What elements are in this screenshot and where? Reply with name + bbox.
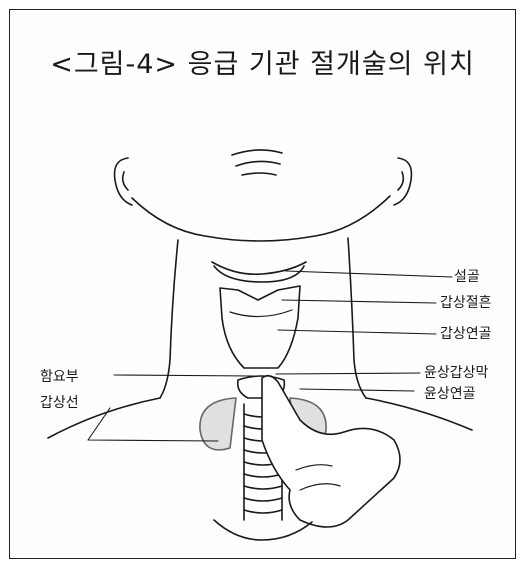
thyroid-gland-left [200, 398, 236, 450]
jaw-line [132, 196, 390, 241]
label-hyoid: 설골 [454, 266, 480, 286]
right-ear [394, 158, 411, 205]
left-ear [115, 158, 132, 205]
neck-left [160, 240, 178, 398]
label-cricoid-cartilage: 윤상연골 [424, 383, 476, 403]
label-depression: 함요부 [40, 366, 79, 386]
mouth-lines [232, 150, 282, 175]
label-thyroid-notch: 갑상절흔 [440, 292, 492, 312]
label-cricothyroid-membrane: 윤상갑상막 [424, 362, 488, 382]
thyroid-cartilage [220, 286, 300, 368]
label-thyroid-gland: 갑상선 [40, 392, 79, 412]
label-thyroid-cartilage: 갑상연골 [440, 323, 492, 343]
chest-line [214, 520, 312, 540]
hyoid-bone [212, 262, 306, 282]
